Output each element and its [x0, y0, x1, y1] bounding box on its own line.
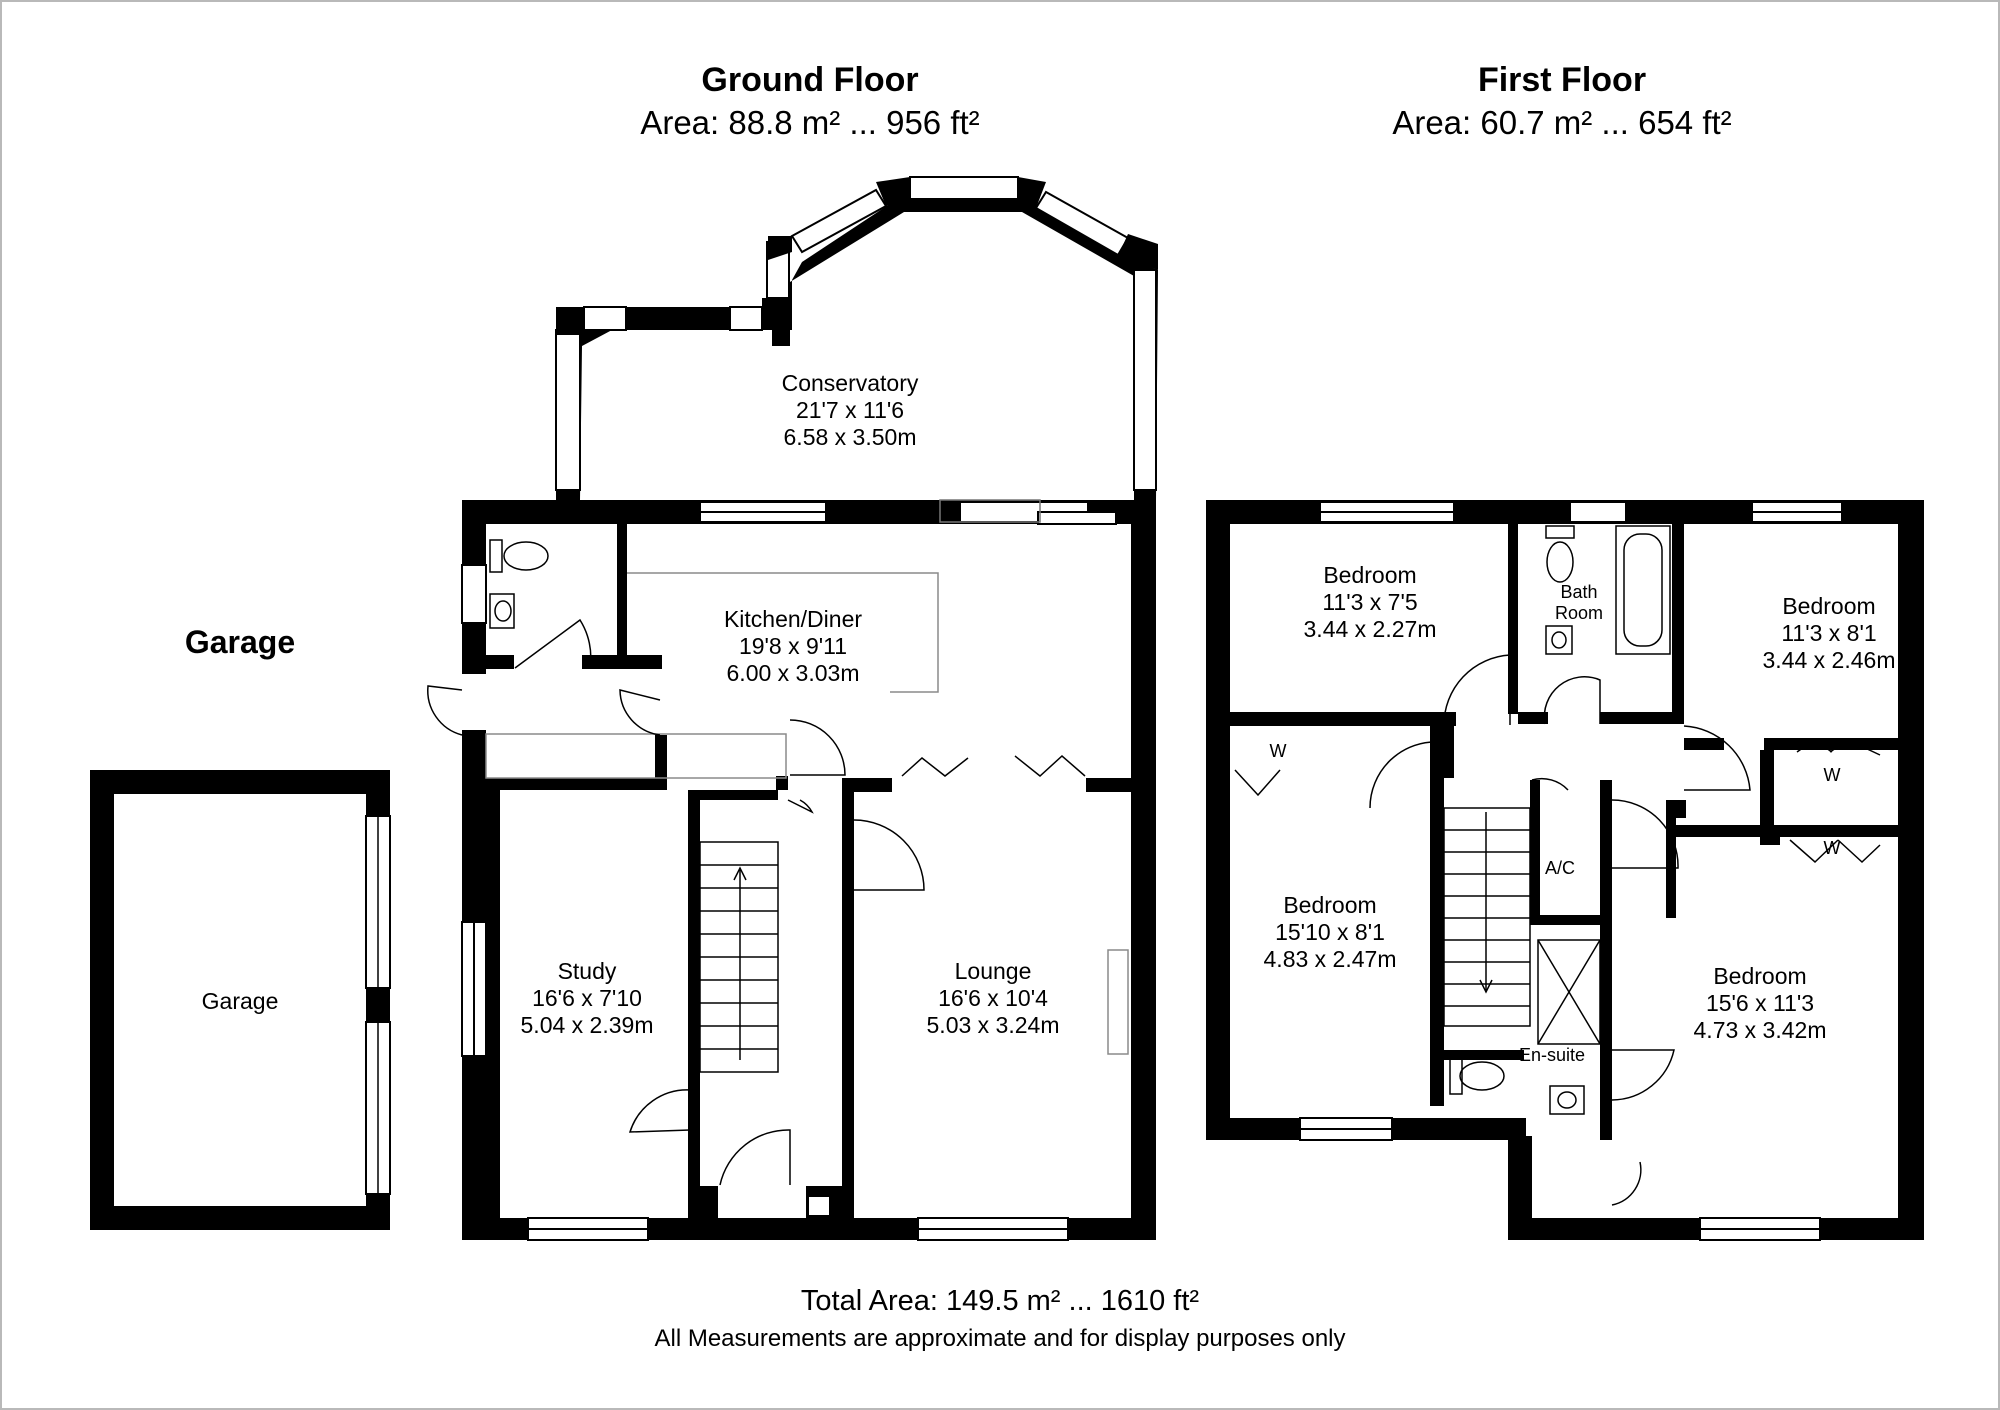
garage-room-label: Garage	[201, 988, 279, 1014]
kitchen-metric: 6.00 x 3.03m	[726, 660, 860, 687]
bedroom-c-imperial: 15'10 x 8'1	[1275, 919, 1385, 946]
ensuite-label: En-suite	[1518, 1045, 1586, 1065]
ground-floor-area: Area: 88.8 m² ... 956 ft²	[640, 104, 980, 141]
bedroom-d-name: Bedroom	[1713, 963, 1807, 989]
wardrobe-3-label: W	[1823, 838, 1841, 858]
conservatory-metric: 6.58 x 3.50m	[783, 424, 917, 451]
lounge-name: Lounge	[954, 958, 1032, 984]
first-floor-fixtures	[1449, 525, 1671, 1115]
conservatory-imperial: 21'7 x 11'6	[795, 397, 905, 424]
garage-walls	[90, 770, 391, 1230]
ground-floor-windows	[461, 501, 1117, 1241]
first-floor-doors	[1234, 654, 1881, 1206]
study-imperial: 16'6 x 7'10	[532, 985, 642, 1012]
bedroom-d-label: Bedroom 15'6 x 11'3 4.73 x 3.42m	[1660, 963, 1860, 1044]
bedroom-a-label: Bedroom 11'3 x 7'5 3.44 x 2.27m	[1270, 562, 1470, 643]
bedroom-b-metric: 3.44 x 2.46m	[1762, 647, 1896, 674]
bedroom-a-metric: 3.44 x 2.27m	[1303, 616, 1437, 643]
wardrobe-1-label: W	[1269, 741, 1287, 761]
bedroom-d-imperial: 15'6 x 11'3	[1705, 990, 1815, 1017]
disclaimer-note: All Measurements are approximate and for…	[654, 1325, 1346, 1352]
ground-floor-fixtures	[489, 539, 549, 629]
bedroom-a-name: Bedroom	[1323, 562, 1417, 588]
ground-floor-stairs	[699, 841, 779, 1073]
bedroom-b-imperial: 11'3 x 8'1	[1781, 620, 1877, 647]
ground-floor-details	[485, 499, 1129, 1055]
study-name: Study	[557, 958, 617, 984]
study-metric: 5.04 x 2.39m	[520, 1012, 654, 1039]
total-area: Total Area: 149.5 m² ... 1610 ft²	[800, 1285, 1200, 1317]
first-floor-area: Area: 60.7 m² ... 654 ft²	[1392, 104, 1732, 141]
bedroom-c-label: Bedroom 15'10 x 8'1 4.83 x 2.47m	[1230, 892, 1430, 973]
garage-heading: Garage	[184, 624, 296, 660]
airing-cupboard-label: A/C	[1544, 858, 1575, 878]
first-floor-stairs	[1443, 807, 1531, 1027]
ground-floor-title: Ground Floor	[701, 61, 919, 99]
lounge-label: Lounge 16'6 x 10'4 5.03 x 3.24m	[893, 958, 1093, 1039]
bedroom-b-label: Bedroom 11'3 x 8'1 3.44 x 2.46m	[1729, 593, 1929, 674]
first-floor-windows	[1299, 501, 1843, 1241]
bedroom-b-name: Bedroom	[1782, 593, 1876, 619]
conservatory-name: Conservatory	[781, 370, 919, 396]
bedroom-d-metric: 4.73 x 3.42m	[1693, 1017, 1827, 1044]
bedroom-a-imperial: 11'3 x 7'5	[1322, 589, 1418, 616]
kitchen-name: Kitchen/Diner	[723, 606, 863, 632]
bedroom-c-metric: 4.83 x 2.47m	[1263, 946, 1397, 973]
kitchen-label: Kitchen/Diner 19'8 x 9'11 6.00 x 3.03m	[643, 606, 943, 687]
kitchen-imperial: 19'8 x 9'11	[738, 633, 848, 660]
lounge-imperial: 16'6 x 10'4	[938, 985, 1048, 1012]
ground-floor-doors	[427, 618, 1086, 1186]
wardrobe-2-label: W	[1823, 765, 1841, 785]
lounge-metric: 5.03 x 3.24m	[926, 1012, 1060, 1039]
bathroom-label: Bath Room	[1529, 582, 1629, 624]
first-floor-title: First Floor	[1477, 61, 1647, 99]
bathroom-line1: Bath	[1560, 582, 1598, 602]
conservatory-structure	[555, 176, 1158, 500]
bathroom-line2: Room	[1554, 603, 1603, 624]
study-label: Study 16'6 x 7'10 5.04 x 2.39m	[487, 958, 687, 1039]
conservatory-label: Conservatory 21'7 x 11'6 6.58 x 3.50m	[700, 370, 1000, 451]
bedroom-c-name: Bedroom	[1283, 892, 1377, 918]
